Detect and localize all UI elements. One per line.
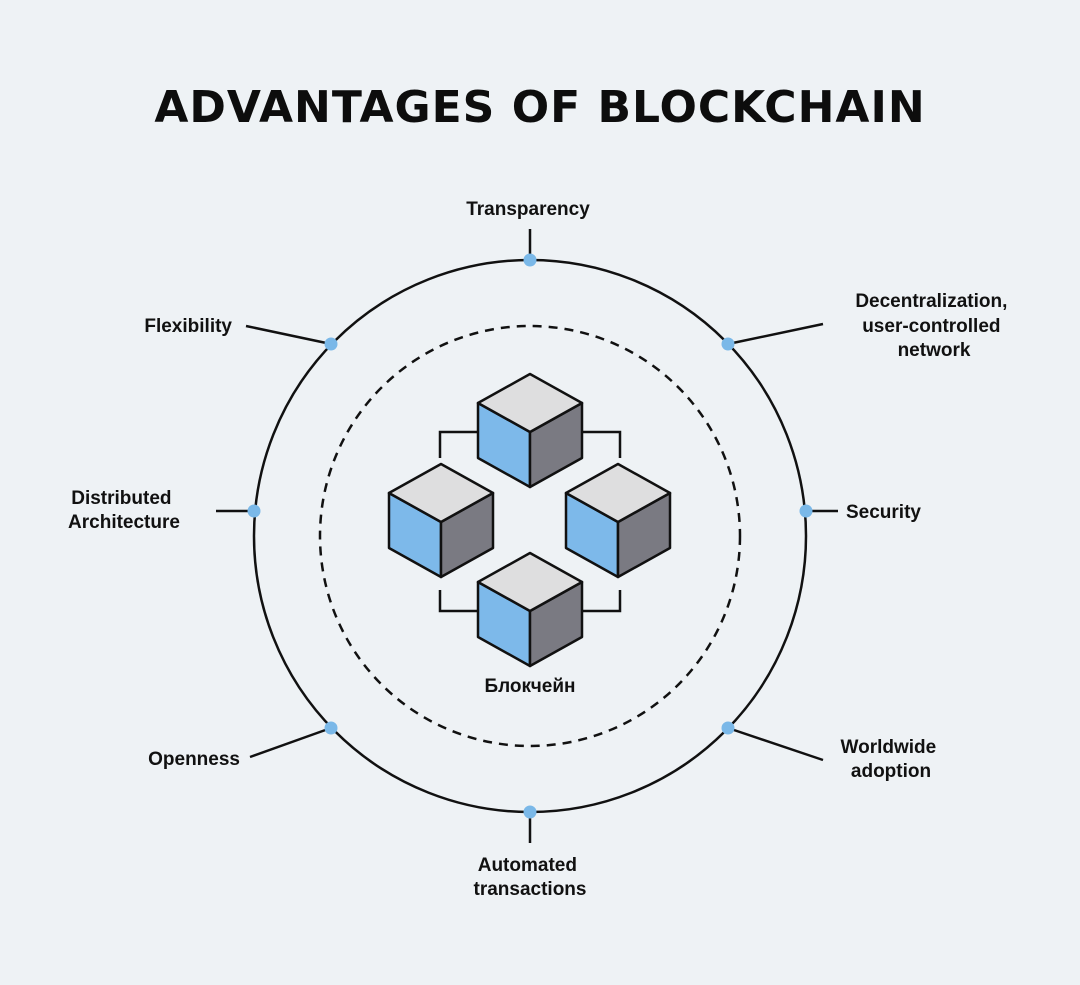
link-bottom-right	[582, 590, 622, 613]
inner-dashed-circle	[318, 324, 742, 748]
connector-decentralization	[727, 322, 824, 346]
node-dot-security	[799, 504, 813, 518]
link-top-left	[438, 430, 478, 458]
cube-right	[564, 462, 672, 579]
cube-right-top-face	[564, 462, 672, 524]
connector-worldwide	[727, 726, 824, 762]
label-distributed: Distributed Architecture	[68, 488, 180, 533]
node-dot-openness	[324, 721, 338, 735]
cube-links	[438, 430, 622, 613]
label-security: Security	[846, 502, 921, 523]
label-flexibility: Flexibility	[144, 316, 232, 337]
node-dot-automated	[523, 805, 537, 819]
cube-bottom	[476, 551, 584, 668]
label-decentralization: Decentralization, user-controlled networ…	[855, 291, 1012, 361]
center-label: Блокчейн	[484, 676, 575, 697]
label-transparency: Transparency	[466, 199, 590, 220]
connector-lines	[216, 229, 838, 843]
node-dot-transparency	[523, 253, 537, 267]
node-dot-worldwide	[721, 721, 735, 735]
label-worldwide: Worldwide adoption	[841, 737, 942, 782]
node-dot-flexibility	[324, 337, 338, 351]
label-openness: Openness	[148, 749, 240, 770]
cube-top	[476, 372, 584, 489]
cube-left	[387, 462, 495, 579]
cube-top-top-face	[476, 372, 584, 434]
node-dot-decentralization	[721, 337, 735, 351]
connector-flexibility	[245, 324, 332, 346]
node-dots	[247, 253, 813, 819]
connector-openness	[249, 726, 332, 759]
node-dot-distributed	[247, 504, 261, 518]
page-title: ADVANTAGES OF BLOCKCHAIN	[154, 82, 926, 133]
cubes	[387, 372, 672, 668]
cube-bottom-top-face	[476, 551, 584, 613]
label-automated: Automated transactions	[474, 855, 587, 900]
link-top-right	[582, 430, 622, 458]
link-bottom-left	[438, 590, 478, 613]
cube-left-top-face	[387, 462, 495, 524]
